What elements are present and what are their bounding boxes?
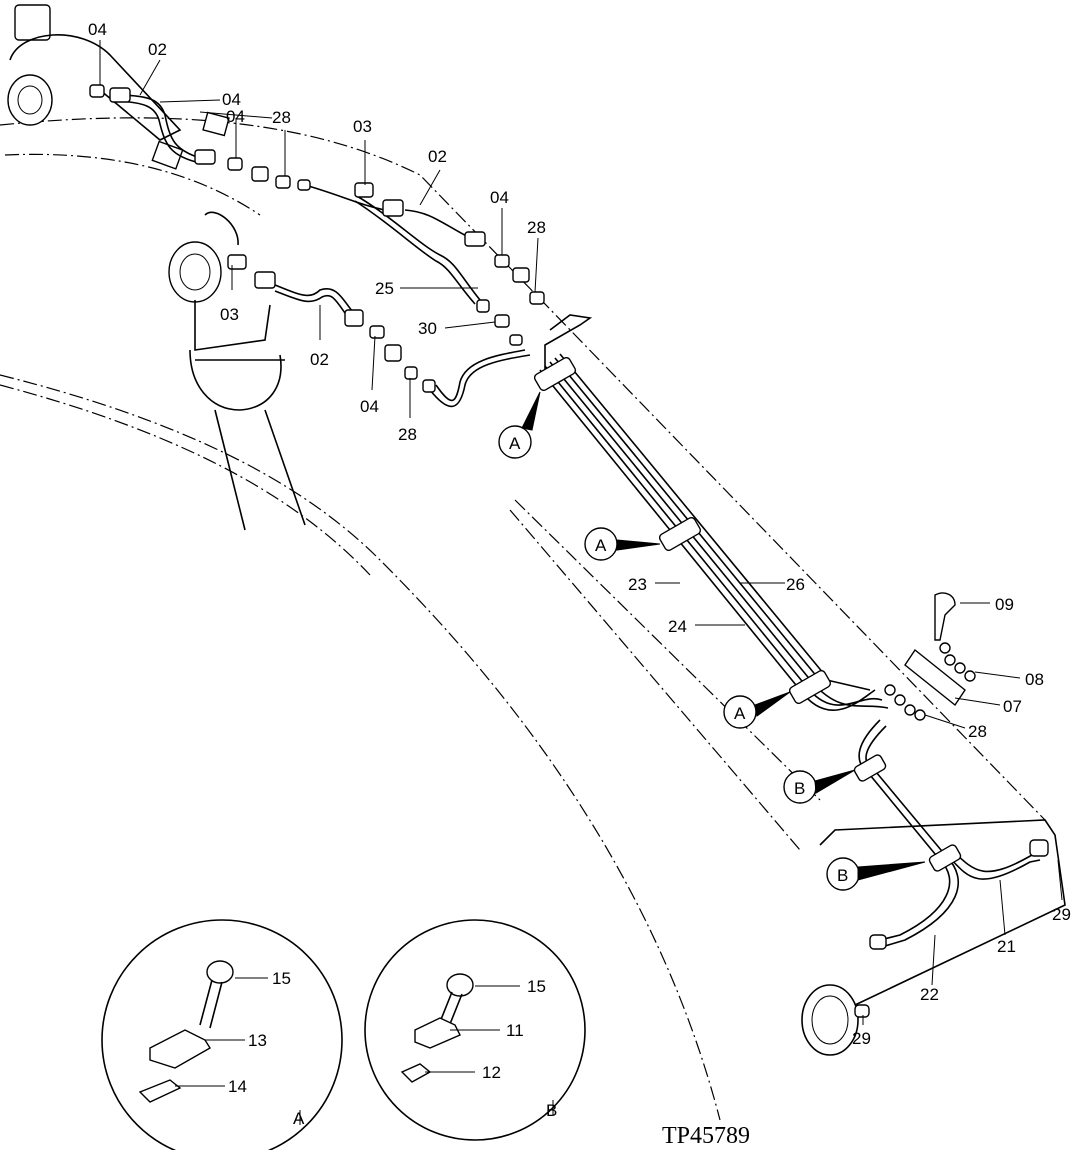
clamp-marker-b: B — [826, 857, 926, 891]
boom-pivot — [7, 4, 230, 170]
callout-29: 29 — [852, 1029, 871, 1048]
clamp-markers: A A A B B — [498, 391, 926, 891]
callout-03: 03 — [220, 305, 239, 324]
upper-hose-lines — [114, 94, 593, 408]
callout-08: 08 — [1025, 670, 1044, 689]
callout-28: 28 — [272, 108, 291, 127]
svg-text:A: A — [734, 704, 746, 723]
callout-02: 02 — [428, 147, 447, 166]
detail-b-callout-11: 11 — [506, 1021, 524, 1040]
boom-outline — [0, 117, 1066, 1121]
detail-a-callout-13: 13 — [248, 1031, 267, 1050]
callout-28: 28 — [527, 218, 546, 237]
drawing-reference: TP45789 — [662, 1123, 750, 1149]
callout-03: 03 — [353, 117, 372, 136]
upper-fittings — [89, 84, 545, 393]
callout-02: 02 — [148, 40, 167, 59]
callout-29: 29 — [1052, 905, 1071, 924]
callout-23: 23 — [628, 575, 647, 594]
svg-text:B: B — [794, 779, 805, 798]
detail-b-callout-15: 15 — [527, 977, 546, 996]
callout-04: 04 — [490, 188, 509, 207]
callout-04: 04 — [360, 397, 379, 416]
callout-09: 09 — [995, 595, 1014, 614]
callout-28: 28 — [398, 425, 417, 444]
callout-25: 25 — [375, 279, 394, 298]
detail-b-callout-12: 12 — [482, 1063, 501, 1082]
callout-21: 21 — [997, 937, 1016, 956]
callout-04: 04 — [88, 20, 107, 39]
clamp-marker-a: A — [723, 691, 791, 729]
callout-02: 02 — [310, 350, 329, 369]
callout-04: 04 — [226, 107, 245, 126]
svg-text:A: A — [595, 536, 607, 555]
manifold-block — [854, 592, 1049, 1018]
detail-b-label: B — [546, 1101, 557, 1120]
callout-07: 07 — [1003, 697, 1022, 716]
callout-30: 30 — [418, 319, 437, 338]
callout-28: 28 — [968, 722, 987, 741]
clamp-marker-a: A — [584, 527, 661, 561]
svg-text:A: A — [509, 434, 521, 453]
callout-04: 04 — [222, 90, 241, 109]
arm-cylinder — [168, 211, 306, 531]
callout-24: 24 — [668, 617, 687, 636]
detail-a-callout-15: 15 — [272, 969, 291, 988]
detail-a-callout-14: 14 — [228, 1077, 247, 1096]
detail-b: 15 11 12 B — [364, 919, 586, 1141]
callouts: 04 02 04 04 28 03 02 04 28 25 30 03 02 0… — [88, 20, 1071, 1048]
detail-a-label: A — [293, 1109, 305, 1128]
clamp-marker-b: B — [783, 769, 856, 804]
callout-26: 26 — [786, 575, 805, 594]
detail-a: 15 13 14 A — [101, 919, 343, 1150]
callout-22: 22 — [920, 985, 939, 1004]
tube-bundle — [533, 353, 1043, 947]
leader-lines — [99, 40, 1063, 1025]
clamp-marker-a: A — [498, 391, 541, 459]
svg-text:B: B — [837, 866, 848, 885]
